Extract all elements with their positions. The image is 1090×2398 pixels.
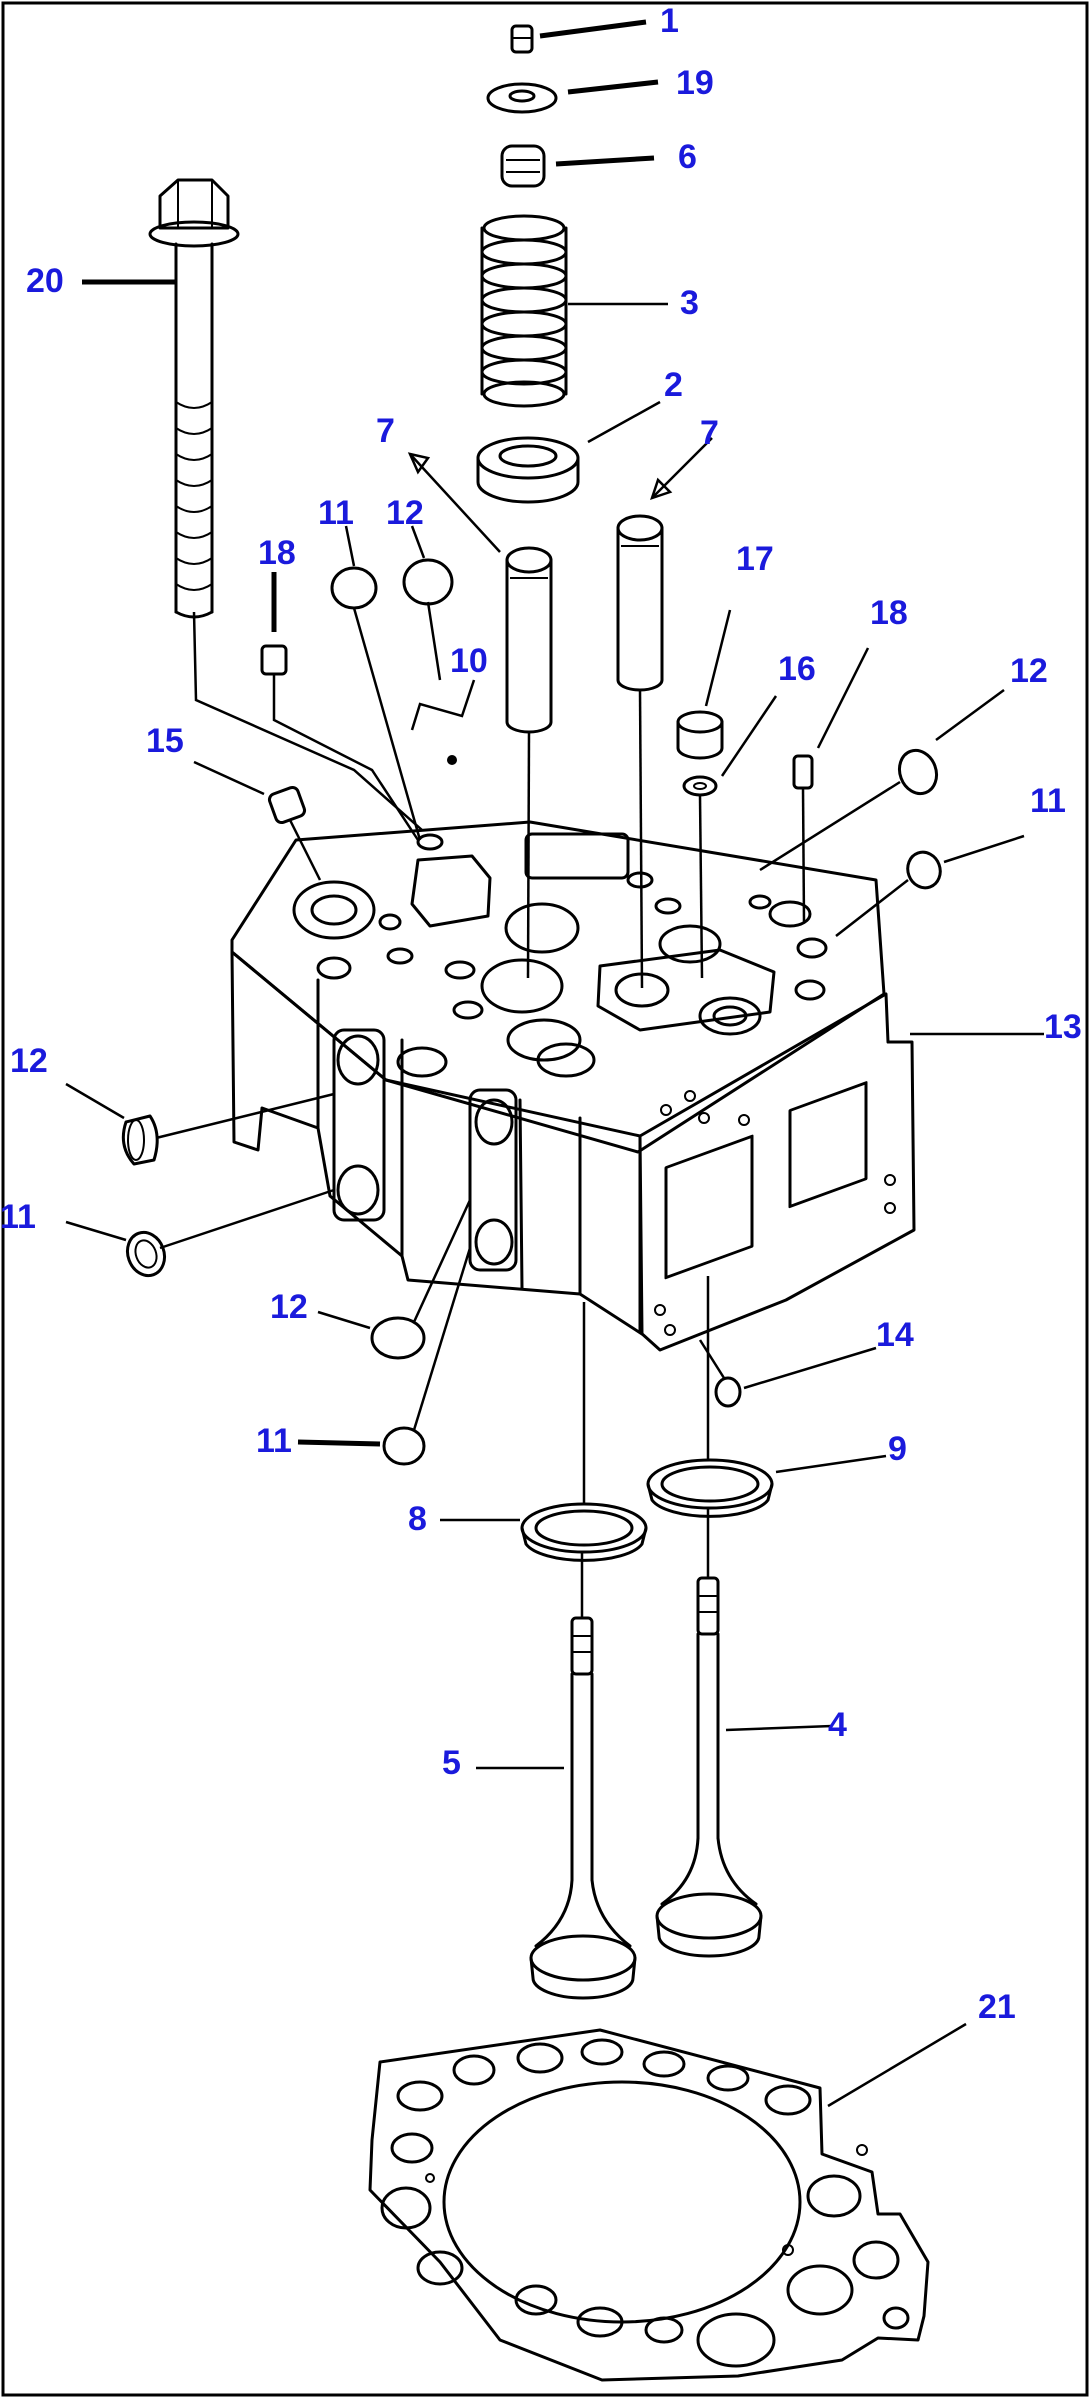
valve-cotter [510, 24, 534, 54]
callout-13: 13 [1044, 1008, 1082, 1046]
callout-4: 4 [828, 1706, 847, 1744]
valve-spring [480, 214, 568, 408]
spring-seat-lower [476, 436, 580, 504]
callout-labels: 1 19 6 20 3 2 7 7 11 12 18 17 18 10 16 1… [0, 2, 1082, 2026]
valve-5 [529, 1616, 637, 2000]
cylinder-head-bolt [148, 178, 240, 619]
plug-18-right [792, 754, 814, 790]
leader-lines [65, 19, 1044, 2108]
callout-14: 14 [876, 1316, 914, 1354]
valve-seat-insert-8 [520, 1502, 648, 1562]
callout-2: 2 [664, 366, 683, 404]
spring-retainer-washer [486, 82, 558, 114]
head-gasket [368, 2028, 930, 2382]
callout-1: 1 [660, 2, 679, 40]
plug-11-right [906, 850, 942, 890]
valve-guide-right [616, 514, 664, 692]
callout-8: 8 [408, 1500, 427, 1538]
callout-12-left: 12 [10, 1042, 48, 1080]
callout-6: 6 [678, 138, 697, 176]
callout-20: 20 [26, 262, 64, 300]
callout-15: 15 [146, 722, 184, 760]
callout-16: 16 [778, 650, 816, 688]
callout-18-left: 18 [258, 534, 296, 572]
plug-11-top [330, 566, 378, 610]
callout-12-front: 12 [270, 1288, 308, 1326]
plug-15 [267, 785, 307, 825]
callout-12-top: 12 [386, 494, 424, 532]
plug-12-top [402, 558, 454, 606]
cap-17 [676, 710, 724, 760]
plug-18-left [260, 644, 288, 676]
callout-7-left: 7 [376, 412, 395, 450]
callout-19: 19 [676, 64, 714, 102]
callout-11-left: 11 [0, 1198, 36, 1236]
callout-7-right: 7 [700, 414, 719, 452]
callout-11-right: 11 [1030, 782, 1066, 820]
plug-11-front [382, 1426, 426, 1466]
callout-9: 9 [888, 1430, 907, 1468]
o-ring-11-left [125, 1230, 167, 1278]
plug-12-front [370, 1316, 426, 1360]
callout-11-top: 11 [318, 494, 354, 532]
callout-11-front: 11 [256, 1422, 292, 1460]
ball-10 [447, 755, 457, 765]
cylinder-head [230, 820, 916, 1352]
callout-12-right: 12 [1010, 652, 1048, 690]
spring-seat [500, 144, 546, 188]
plug-14 [714, 1376, 742, 1408]
plug-12-left-upper [121, 1114, 159, 1166]
valve-guide-left [505, 546, 553, 734]
callout-3: 3 [680, 284, 699, 322]
valve-4 [655, 1576, 763, 1958]
valve-seat-insert-9 [646, 1458, 774, 1518]
callout-5: 5 [442, 1744, 461, 1782]
plug-12-right [897, 748, 939, 796]
callout-21: 21 [978, 1988, 1016, 2026]
o-ring-16 [682, 775, 718, 797]
callout-10: 10 [450, 642, 488, 680]
callout-18-right: 18 [870, 594, 908, 632]
callout-17: 17 [736, 540, 774, 578]
